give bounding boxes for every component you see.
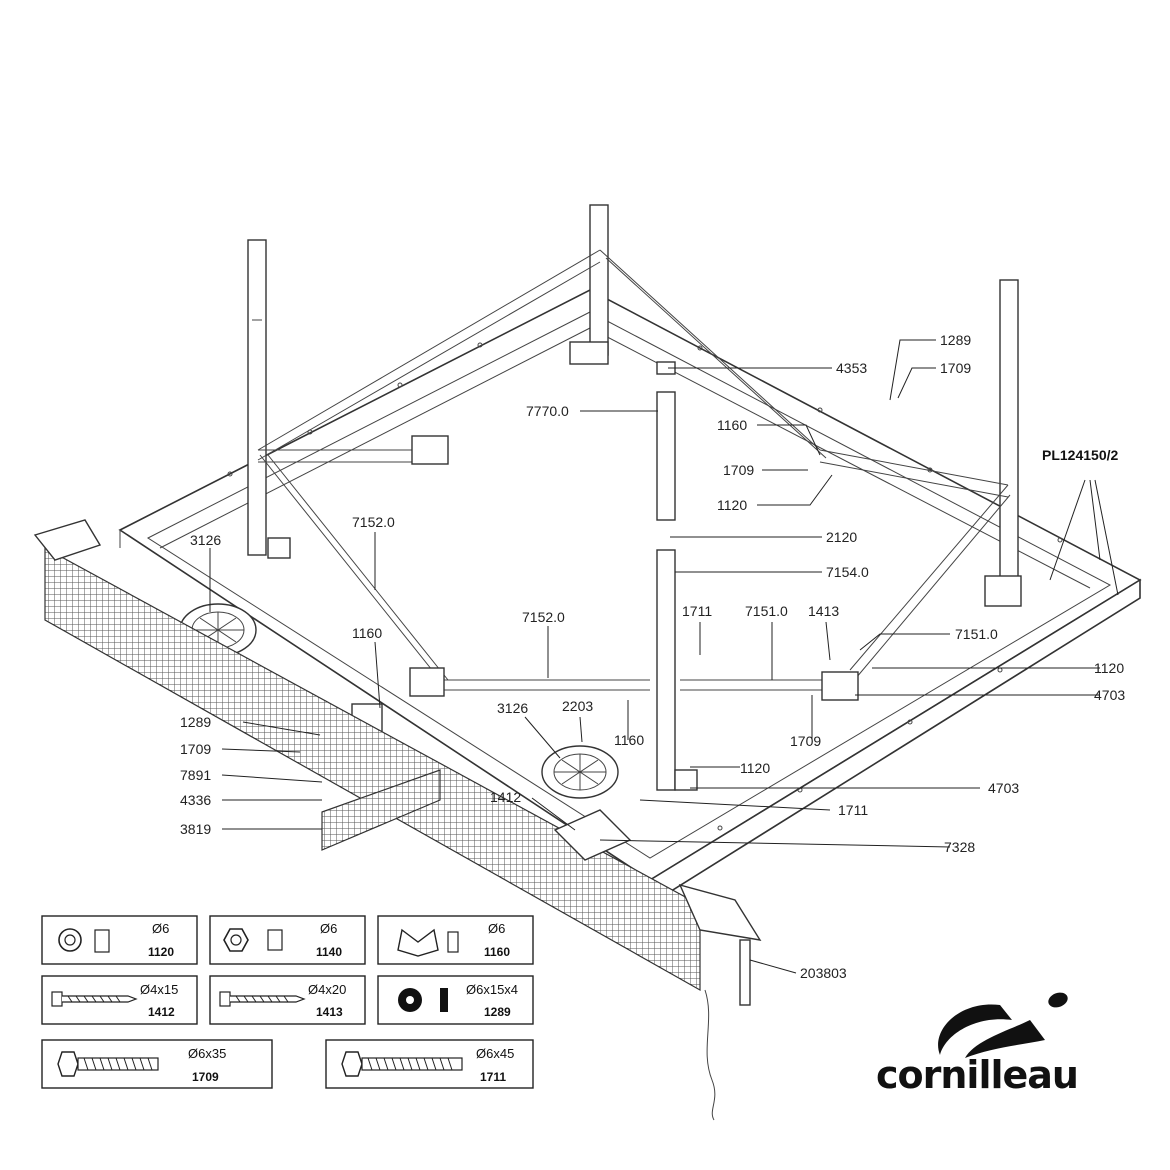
legs (247, 204, 1019, 791)
callout-labels: 1289 1709 4353 7770.0 1160 1709 1120 212… (180, 332, 1125, 981)
brand-logo: cornilleau (876, 992, 1079, 1097)
callout-3126: 3126 (190, 532, 221, 548)
callout-2120: 2120 (826, 529, 857, 545)
callout-1413: 1413 (808, 603, 839, 619)
hardware-size: Ø6 (488, 921, 505, 936)
drawing-code: PL124150/2 (1042, 447, 1118, 463)
braces (257, 249, 1011, 691)
hardware-code: 1120 (148, 945, 174, 959)
hardware-code: 1412 (148, 1005, 175, 1019)
hardware-size: Ø4x20 (308, 982, 346, 997)
callout-1289: 1289 (180, 714, 211, 730)
callout-4703: 4703 (1094, 687, 1125, 703)
hardware-size: Ø6x45 (476, 1046, 514, 1061)
hardware-size: Ø6x35 (188, 1046, 226, 1061)
hardware-code: 1711 (480, 1070, 506, 1084)
brand-name: cornilleau (876, 1053, 1078, 1097)
callout-1709: 1709 (723, 462, 754, 478)
callout-1289: 1289 (940, 332, 971, 348)
callout-1120: 1120 (740, 760, 770, 776)
callout-1709: 1709 (790, 733, 821, 749)
callout-7152: 7152.0 (522, 609, 565, 625)
callout-4703: 4703 (988, 780, 1019, 796)
callout-1709: 1709 (940, 360, 971, 376)
callout-1160: 1160 (717, 417, 747, 433)
callout-1120: 1120 (717, 497, 747, 513)
leader-lines (209, 339, 1119, 974)
brackets (267, 341, 1022, 791)
hardware-code: 1709 (192, 1070, 219, 1084)
callout-4336: 4336 (180, 792, 211, 808)
callout-1160: 1160 (352, 625, 382, 641)
hardware-legend: Ø6 1120 Ø6 1140 Ø6 1160 Ø4x15 1412 Ø4x20… (41, 915, 534, 1089)
callout-4353: 4353 (836, 360, 867, 376)
hardware-code: 1413 (316, 1005, 343, 1019)
callout-203803: 203803 (800, 965, 847, 981)
callout-2203: 2203 (562, 698, 593, 714)
hardware-size: Ø4x15 (140, 982, 178, 997)
callout-7151: 7151.0 (745, 603, 788, 619)
callout-1711: 1711 (682, 603, 712, 619)
hardware-code: 1140 (316, 945, 342, 959)
callout-1709: 1709 (180, 741, 211, 757)
callout-1160: 1160 (614, 732, 644, 748)
hardware-size: Ø6x15x4 (466, 982, 518, 997)
callout-3126: 3126 (497, 700, 528, 716)
hardware-code: 1289 (484, 1005, 511, 1019)
callout-7328: 7328 (944, 839, 975, 855)
callout-7152: 7152.0 (352, 514, 395, 530)
callout-1120: 1120 (1094, 660, 1124, 676)
callout-7151: 7151.0 (955, 626, 998, 642)
callout-1412: 1412 (490, 789, 521, 805)
table-frame (118, 289, 1142, 900)
callout-7891: 7891 (180, 767, 211, 783)
callout-1711: 1711 (838, 802, 868, 818)
net (33, 519, 762, 1121)
hardware-size: Ø6 (152, 921, 169, 936)
callout-7770: 7770.0 (526, 403, 569, 419)
callout-7154: 7154.0 (826, 564, 869, 580)
hardware-size: Ø6 (320, 921, 337, 936)
plate-7328 (553, 809, 632, 861)
hardware-code: 1160 (484, 945, 510, 959)
callout-3819: 3819 (180, 821, 211, 837)
